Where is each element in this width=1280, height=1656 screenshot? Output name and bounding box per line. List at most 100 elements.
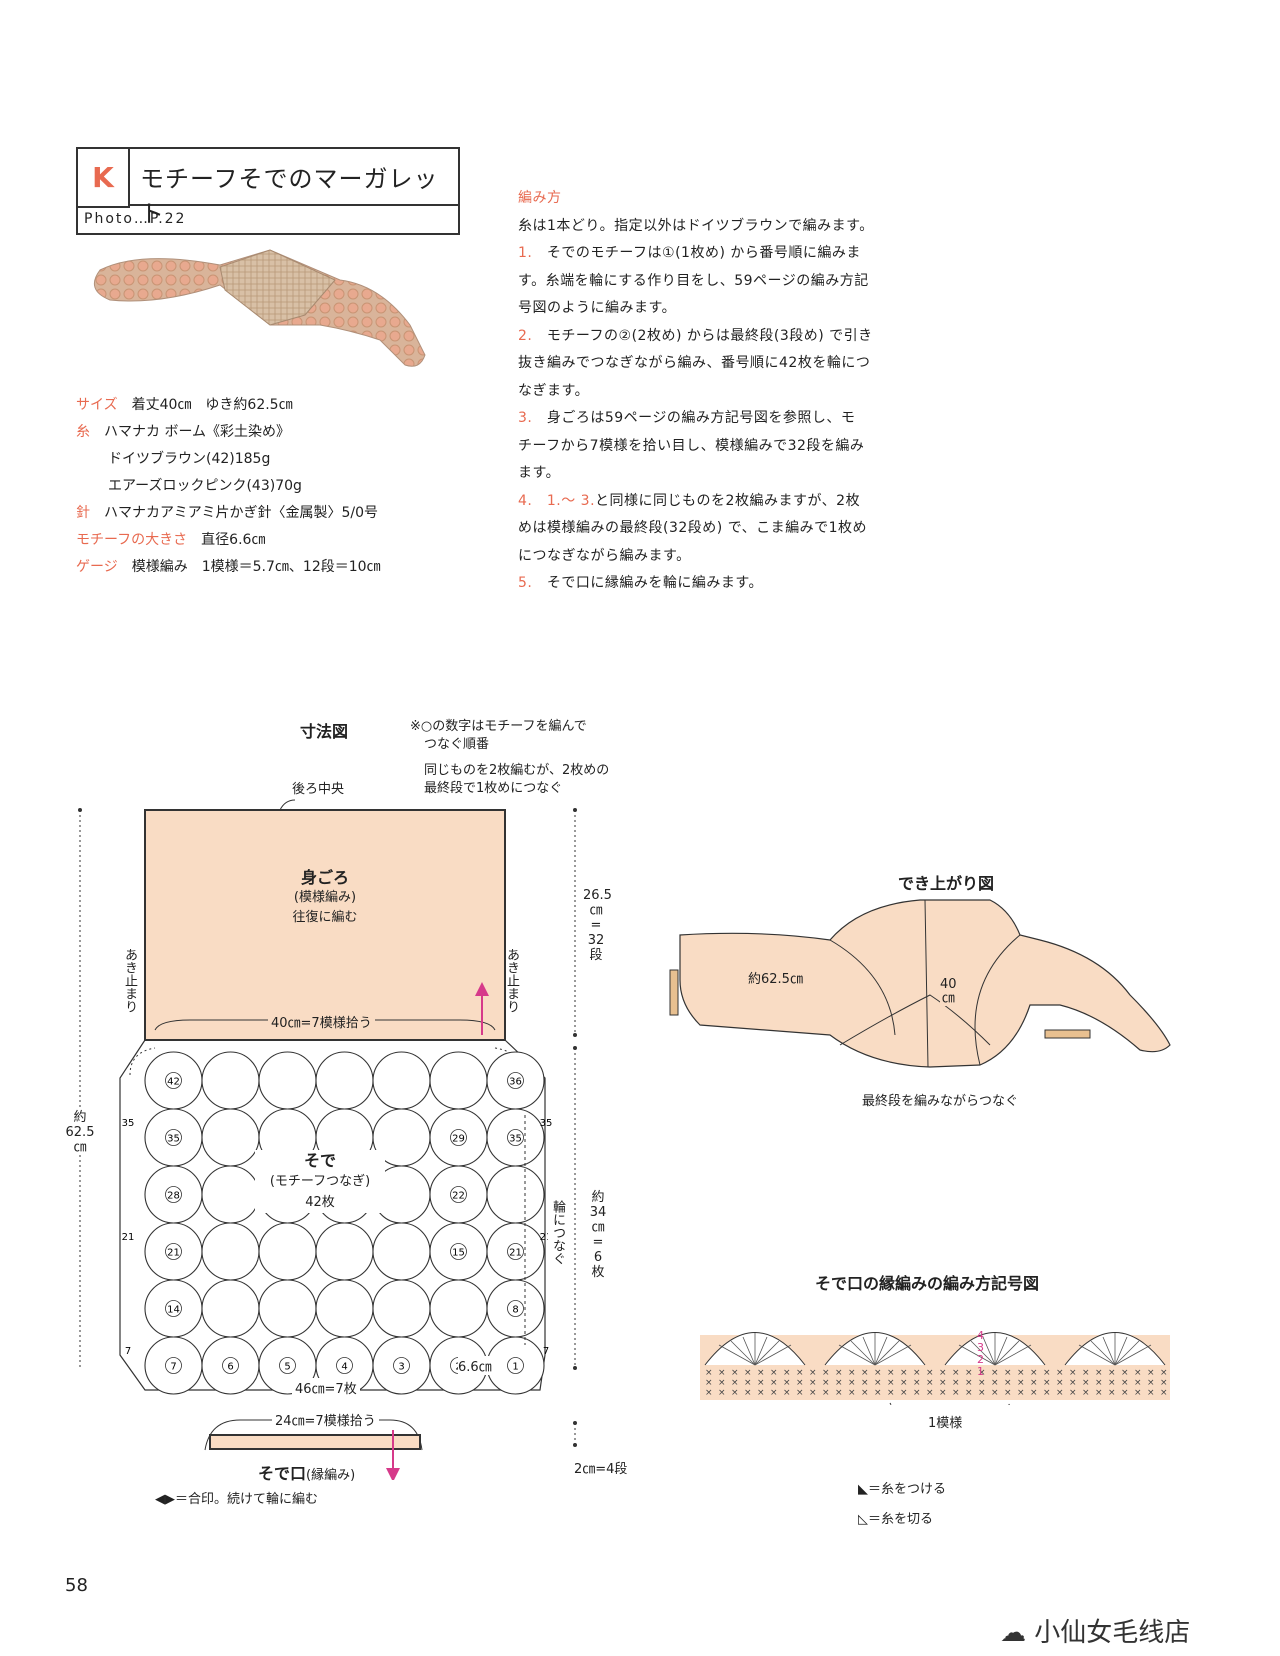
- stitch-symbol: ×: [744, 1388, 752, 1398]
- instruction-line: につなぎながら編みます。: [518, 547, 691, 564]
- specs-block: サイズ 着丈40㎝ ゆき約62.5㎝ 糸 ハマナカ ボーム《彩土染め》 ドイツブ…: [76, 392, 381, 581]
- open-end-label-right: あき止まり: [504, 948, 519, 1013]
- motif-number-ring: [165, 1186, 182, 1203]
- motif-number: 29: [452, 1134, 465, 1145]
- instruction-line: 身ごろは59ページの編み方記号図を参照し、モ: [546, 410, 856, 426]
- stitch-symbol: ×: [1134, 1368, 1142, 1378]
- stitch-symbol: ×: [770, 1388, 778, 1398]
- stitch-symbol: ×: [1017, 1388, 1025, 1398]
- stitch-symbol: ×: [744, 1368, 752, 1378]
- stitch-line: [874, 1336, 888, 1366]
- stitch-symbol: ×: [783, 1368, 791, 1378]
- motif-number: 6: [227, 1362, 233, 1373]
- stitch-symbol: ×: [718, 1368, 726, 1378]
- stitch-symbol: ×: [978, 1378, 986, 1388]
- stitch-line: [850, 1340, 876, 1366]
- instruction-line: そでのモチーフは①(1枚め) から番号順に編みま: [546, 245, 861, 261]
- sleeve-height-label: 約 34 ㎝ = 6 枚: [587, 1190, 609, 1280]
- ring-join-label: 輪につなぐ: [548, 1200, 567, 1265]
- sleeve-width-label: 46㎝=7枚: [292, 1378, 360, 1397]
- watermark: ☁ 小仙女毛线店: [1000, 1612, 1190, 1649]
- stitch-symbol: ×: [1082, 1368, 1090, 1378]
- note-line: 最終段で1枚めにつなぐ: [424, 781, 563, 796]
- stitch-line: [754, 1344, 792, 1366]
- motif-number: 35: [509, 1134, 522, 1145]
- motif-number-ring: [450, 1129, 467, 1146]
- cuff-height-label: 2㎝=4段: [574, 1462, 628, 1477]
- stitch-symbol: ×: [978, 1368, 986, 1378]
- stitch-symbol: ×: [1121, 1388, 1129, 1398]
- legend-attach-text: ＝糸をつける: [868, 1482, 947, 1497]
- sleeve-label-block: そで (モチーフつなぎ) 42枚: [255, 1150, 385, 1213]
- edge-motif-number: 21: [540, 1232, 553, 1243]
- stitch-symbol: ×: [1108, 1388, 1116, 1398]
- row-number: 4: [977, 1329, 984, 1342]
- stitch-line: [1114, 1340, 1140, 1366]
- stitch-line: [1102, 1336, 1116, 1366]
- motif-circle: [315, 1051, 374, 1110]
- stitch-symbol: ×: [913, 1368, 921, 1378]
- stitch-line: [994, 1340, 1020, 1366]
- stitch-symbol: ×: [926, 1378, 934, 1388]
- stitch-symbol: ×: [1160, 1388, 1168, 1398]
- note-line: 同じものを2枚編むが、2枚めの: [424, 763, 610, 778]
- note-line: つなぐ順番: [424, 737, 490, 752]
- sleeve-height-value: 34: [589, 1205, 607, 1220]
- stitch-symbol: ×: [965, 1378, 973, 1388]
- stitch-symbol: ×: [926, 1368, 934, 1378]
- instruction-line: 号図のように編みます。: [518, 300, 677, 316]
- pattern-title: モチーフそでのマーガレット: [140, 165, 439, 228]
- yarn-line-3: エアーズロックピンク(43)70g: [108, 478, 302, 494]
- repeat-label: 1模様: [928, 1416, 963, 1431]
- instruction-line: す。糸端を輪にする作り目をし、59ページの編み方記: [518, 272, 869, 289]
- motif-grid: 4236352935282221152114876543213521735217: [122, 1051, 553, 1395]
- diagram-note: ※○の数字はモチーフを編んで つなぐ順番 同じものを2枚編むが、2枚めの 最終段…: [410, 718, 609, 798]
- total-height-value: 62.5: [65, 1125, 95, 1140]
- stitch-symbol: ×: [939, 1378, 947, 1388]
- motif-number-ring: [450, 1186, 467, 1203]
- stitch-symbol: ×: [757, 1388, 765, 1398]
- height-eq: =: [590, 918, 602, 933]
- step-number: 1.: [518, 245, 533, 261]
- sleeve-label: そで: [303, 1151, 336, 1170]
- stitch-symbol: ×: [1069, 1388, 1077, 1398]
- stitch-symbol: ×: [991, 1368, 999, 1378]
- stitch-symbol: ×: [835, 1368, 843, 1378]
- motif-number: 3: [398, 1362, 404, 1373]
- stitch-symbol: ×: [1043, 1368, 1051, 1378]
- stitch-symbol: ×: [1030, 1368, 1038, 1378]
- motif-circle: [258, 1222, 317, 1281]
- stitch-symbol: ×: [965, 1388, 973, 1398]
- sleeve-height-eq: =: [592, 1235, 604, 1250]
- stitch-line: [730, 1340, 756, 1366]
- stitch-line: [970, 1340, 996, 1366]
- step-number: 4.: [518, 492, 533, 509]
- motif-number: 28: [167, 1191, 180, 1202]
- instruction-line: 糸は1本どり。指定以外はドイツブラウンで編みます。: [518, 217, 874, 234]
- stitch-symbol: ×: [1056, 1368, 1064, 1378]
- pattern-letter: K: [78, 149, 130, 208]
- motif-number-ring: [507, 1300, 524, 1317]
- motif-number-ring: [222, 1357, 239, 1374]
- stitch-symbol: ×: [822, 1368, 830, 1378]
- stitch-symbol: ×: [1082, 1378, 1090, 1388]
- stitch-line: [994, 1336, 1008, 1366]
- instructions-block: 編み方 糸は1本どり。指定以外はドイツブラウンで編みます。 1. そでのモチーフ…: [518, 185, 918, 598]
- stitch-symbol: ×: [1108, 1368, 1116, 1378]
- stitch-line: [1114, 1344, 1152, 1366]
- stitch-symbol: ×: [965, 1368, 973, 1378]
- open-end-label-left: あき止まり: [122, 948, 137, 1013]
- title-box: K モチーフそでのマーガレット Photo…P.22: [76, 147, 460, 235]
- edge-motif-number: 35: [122, 1118, 135, 1129]
- stitch-symbol: ×: [1043, 1388, 1051, 1398]
- stitch-symbol: ×: [991, 1388, 999, 1398]
- motif-diameter-label: 6.6㎝: [458, 1356, 492, 1375]
- motif-number: 36: [509, 1077, 522, 1088]
- cuff-sub: (縁編み): [306, 1468, 356, 1483]
- sleeve-height-prefix: 約: [591, 1190, 605, 1205]
- motif-number: 14: [167, 1305, 180, 1316]
- needle-value: ハマナカアミアミ片かぎ針〈金属製〉5/0号: [104, 505, 378, 521]
- stitch-symbol: ×: [1121, 1378, 1129, 1388]
- stitch-symbol: ×: [848, 1378, 856, 1388]
- size-value: 着丈40㎝ ゆき約62.5㎝: [131, 397, 293, 413]
